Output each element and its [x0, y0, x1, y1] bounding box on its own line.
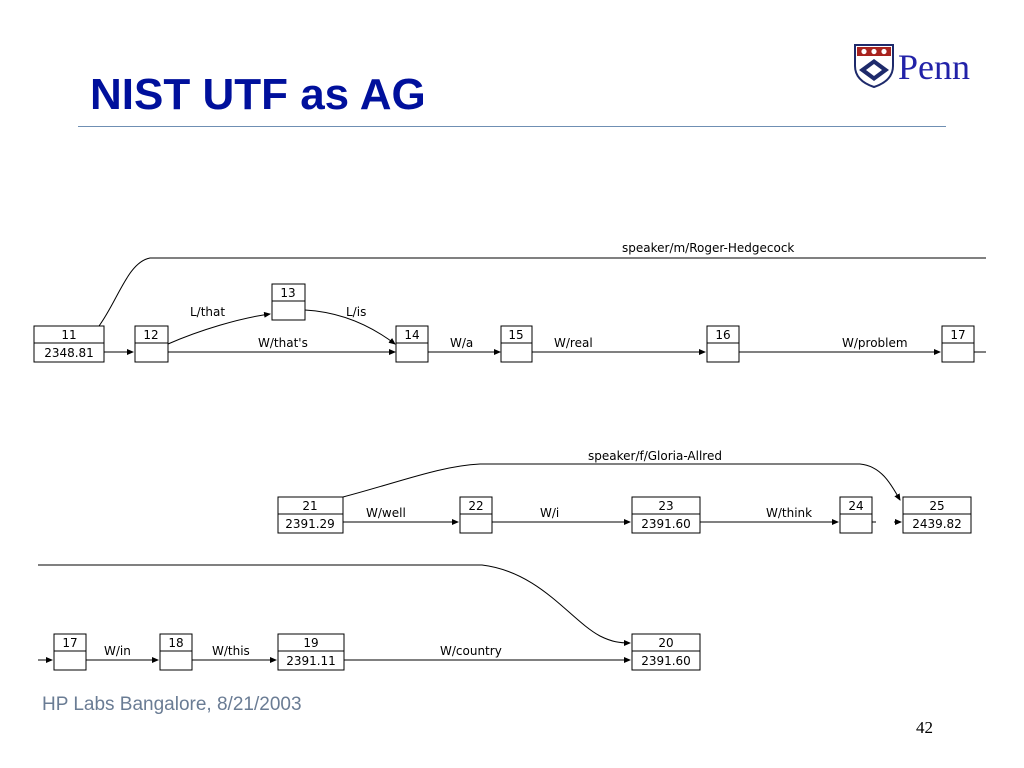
node-13: 13	[271, 283, 306, 321]
node-25-time: 2439.82	[912, 517, 962, 531]
arc-label-w-thats: W/that's	[258, 336, 308, 350]
edge-12-13	[167, 311, 271, 345]
node-14: 14	[395, 325, 429, 363]
arc-label-l-is: L/is	[346, 305, 366, 319]
speaker-arc-roger	[98, 257, 986, 327]
node-24: 24	[839, 496, 873, 534]
node-14-id: 14	[404, 328, 419, 342]
node-25-id: 25	[929, 499, 944, 513]
node-23-id: 23	[658, 499, 673, 513]
node-17-row1: 17	[941, 325, 975, 363]
speaker-arc-continued	[38, 564, 631, 646]
node-19: 19 2391.11	[277, 633, 345, 671]
arc-label-w-a: W/a	[450, 336, 473, 350]
node-12-id: 12	[143, 328, 158, 342]
node-22: 22	[459, 496, 493, 534]
edge-13-14	[304, 309, 396, 345]
node-17-row1-id: 17	[950, 328, 965, 342]
arc-label-w-well: W/well	[366, 506, 406, 520]
node-19-id: 19	[303, 636, 318, 650]
node-22-id: 22	[468, 499, 483, 513]
node-18-id: 18	[168, 636, 183, 650]
arc-label-w-problem: W/problem	[842, 336, 908, 350]
arc-label-w-country: W/country	[440, 644, 502, 658]
node-17-row3-id: 17	[62, 636, 77, 650]
arc-label-w-i: W/i	[540, 506, 559, 520]
node-11-time: 2348.81	[44, 346, 94, 360]
node-11-id: 11	[61, 328, 76, 342]
arc-label-w-this: W/this	[212, 644, 250, 658]
slide-title: NIST UTF as AG	[90, 70, 426, 119]
node-21-id: 21	[302, 499, 317, 513]
node-20: 20 2391.60	[631, 633, 701, 671]
node-20-id: 20	[658, 636, 673, 650]
node-21: 21 2391.29	[277, 496, 344, 534]
arc-label-w-real: W/real	[554, 336, 593, 350]
page-number: 42	[916, 718, 933, 737]
node-18: 18	[159, 633, 193, 671]
arc-label-l-that: L/that	[190, 305, 225, 319]
node-25: 25 2439.82	[902, 496, 972, 534]
footer-text: HP Labs Bangalore, 8/21/2003	[42, 694, 302, 715]
node-12: 12	[134, 325, 169, 363]
node-17-row3: 17	[53, 633, 87, 671]
logo-text: Penn	[898, 47, 970, 87]
node-24-id: 24	[848, 499, 863, 513]
title-divider	[78, 126, 946, 127]
penn-logo: Penn	[852, 42, 1002, 92]
speaker-label-gloria: speaker/f/Gloria-Allred	[588, 449, 722, 463]
node-23: 23 2391.60	[631, 496, 701, 534]
speaker-label-roger: speaker/m/Roger-Hedgecock	[622, 241, 794, 255]
arc-label-w-think: W/think	[766, 506, 812, 520]
node-16-id: 16	[715, 328, 730, 342]
node-16: 16	[706, 325, 740, 363]
node-11: 11 2348.81	[33, 325, 105, 363]
arc-label-w-in: W/in	[104, 644, 131, 658]
node-13-id: 13	[280, 286, 295, 300]
node-19-time: 2391.11	[286, 654, 336, 668]
penn-shield-icon	[854, 44, 894, 89]
node-21-time: 2391.29	[285, 517, 335, 531]
speaker-arc-gloria	[342, 463, 901, 501]
node-15: 15	[500, 325, 533, 363]
node-15-id: 15	[508, 328, 523, 342]
node-23-time: 2391.60	[641, 517, 691, 531]
node-20-time: 2391.60	[641, 654, 691, 668]
